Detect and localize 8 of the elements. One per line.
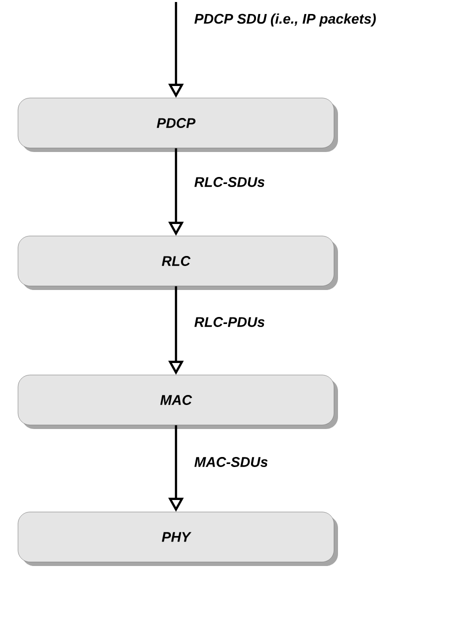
edge-label: RLC-SDUs [194,177,264,187]
edge-label: PDCP SDU (i.e., IP packets) [194,13,376,27]
edge-label: MAC-SDUs [194,457,268,467]
layer-box: PDCP [18,98,338,152]
layer-box: RLC [18,236,338,290]
edge-label: RLC-PDUs [194,317,264,327]
layer-box: PHY [18,512,338,566]
layer-box: MAC [18,374,338,429]
